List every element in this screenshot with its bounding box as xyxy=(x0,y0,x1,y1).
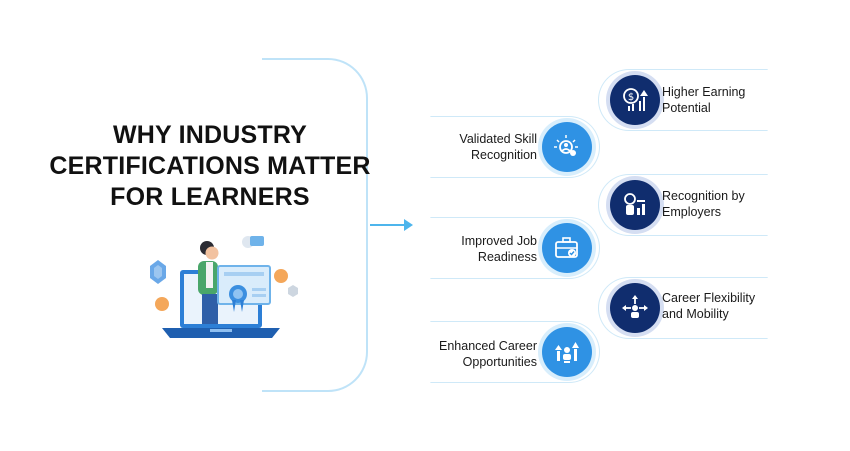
career-flexibility-icon xyxy=(610,283,660,333)
employer-recognition-icon xyxy=(610,180,660,230)
benefit-label-career-opportunities: Enhanced Career Opportunities xyxy=(439,339,537,369)
page-title: WHY INDUSTRY CERTIFICATIONS MATTER FOR L… xyxy=(40,120,380,213)
title-line-3: FOR LEARNERS xyxy=(110,183,310,211)
benefit-label-validated-skill: Validated Skill Recognition xyxy=(459,132,537,162)
career-opportunities-icon xyxy=(542,327,592,377)
benefit-label-career-flexibility: Career Flexibility and Mobility xyxy=(662,291,756,321)
connector-arrow-head xyxy=(404,219,413,231)
benefit-label-job-readiness: Improved Job Readiness xyxy=(461,234,537,264)
validated-skill-icon xyxy=(542,122,592,172)
title-line-1: WHY INDUSTRY xyxy=(112,121,308,149)
title-panel-bracket xyxy=(262,58,368,392)
job-readiness-icon xyxy=(542,223,592,273)
title-line-2: CERTIFICATIONS MATTER xyxy=(49,152,371,180)
benefit-label-recognition-employers: Recognition by Employers xyxy=(662,189,745,219)
benefit-label-higher-earning: Higher Earning Potential xyxy=(662,85,746,115)
certificate-laptop-illustration xyxy=(150,236,298,338)
svg-text:$: $ xyxy=(628,92,634,103)
connector-arrow-line xyxy=(370,224,408,226)
earning-potential-icon: $ xyxy=(610,75,660,125)
